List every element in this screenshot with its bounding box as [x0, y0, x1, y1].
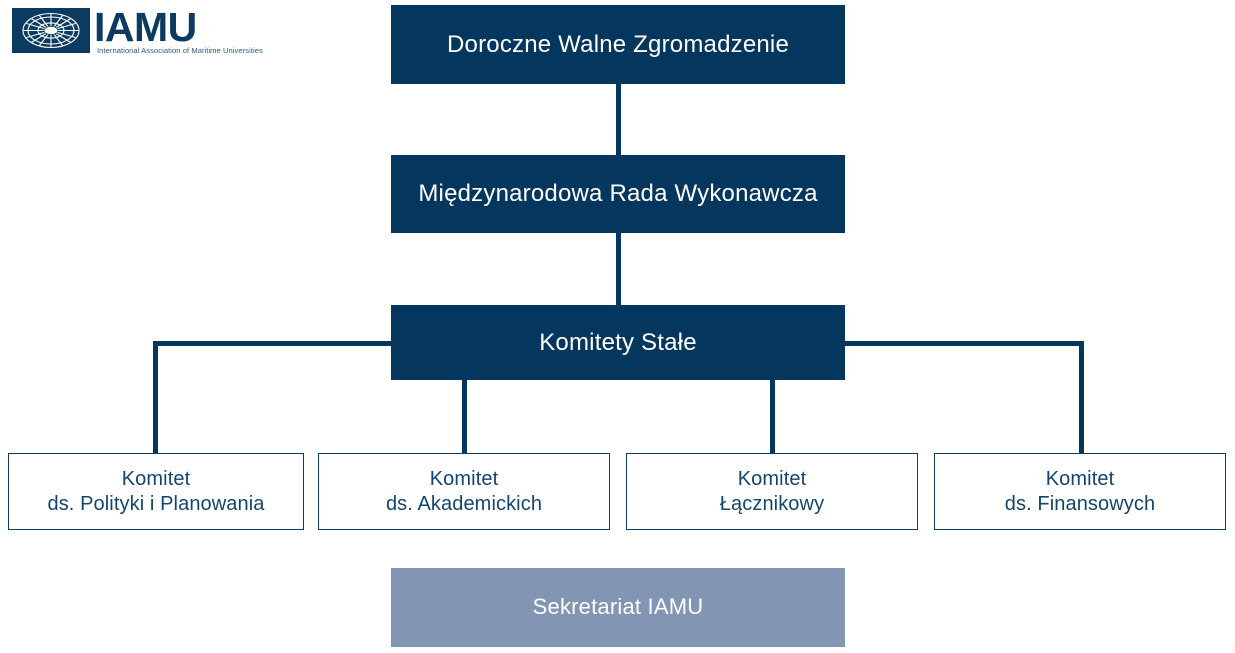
- connector-council-to-committees: [616, 233, 621, 305]
- node-label-line1: Komitet: [737, 468, 807, 491]
- compass-rose-icon: [12, 8, 90, 53]
- connector-bus-left: [153, 341, 393, 346]
- node-label: Doroczne Walne Zgromadzenie: [447, 30, 789, 58]
- node-label-line1: Komitet: [429, 468, 499, 491]
- connector-drop-finance: [1079, 341, 1084, 453]
- connector-assembly-to-council: [616, 84, 621, 155]
- node-annual-general-assembly[interactable]: Doroczne Walne Zgromadzenie: [391, 5, 845, 84]
- node-committee-academic-affairs[interactable]: Komitet ds. Akademickich: [318, 453, 610, 530]
- node-committee-financial-affairs[interactable]: Komitet ds. Finansowych: [934, 453, 1226, 530]
- node-committee-liaison[interactable]: Komitet Łącznikowy: [626, 453, 918, 530]
- node-iamu-secretariat[interactable]: Sekretariat IAMU: [391, 568, 845, 647]
- node-standing-committees[interactable]: Komitety Stałe: [391, 305, 845, 380]
- node-committee-policy-planning[interactable]: Komitet ds. Polityki i Planowania: [8, 453, 304, 530]
- node-international-executive-board[interactable]: Międzynarodowa Rada Wykonawcza: [391, 155, 845, 233]
- node-label: Sekretariat IAMU: [532, 594, 704, 620]
- node-label-line2: ds. Polityki i Planowania: [47, 492, 265, 515]
- node-label-line1: Komitet: [1045, 468, 1115, 491]
- connector-drop-academic: [462, 380, 467, 453]
- connector-drop-policy: [153, 341, 158, 453]
- connector-drop-liaison: [770, 380, 775, 453]
- iamu-logo: IAMU International Association of Mariti…: [12, 4, 263, 58]
- node-label: Komitety Stałe: [539, 328, 697, 356]
- logo-wordmark: IAMU: [94, 4, 197, 50]
- node-label-line2: ds. Finansowych: [1004, 492, 1156, 515]
- node-label-line1: Komitet: [121, 468, 191, 491]
- connector-bus-right: [843, 341, 1084, 346]
- node-label-line2: Łącznikowy: [719, 492, 825, 515]
- logo-tagline: International Association of Maritime Un…: [97, 46, 263, 55]
- node-label: Międzynarodowa Rada Wykonawcza: [418, 180, 818, 208]
- node-label-line2: ds. Akademickich: [385, 492, 543, 515]
